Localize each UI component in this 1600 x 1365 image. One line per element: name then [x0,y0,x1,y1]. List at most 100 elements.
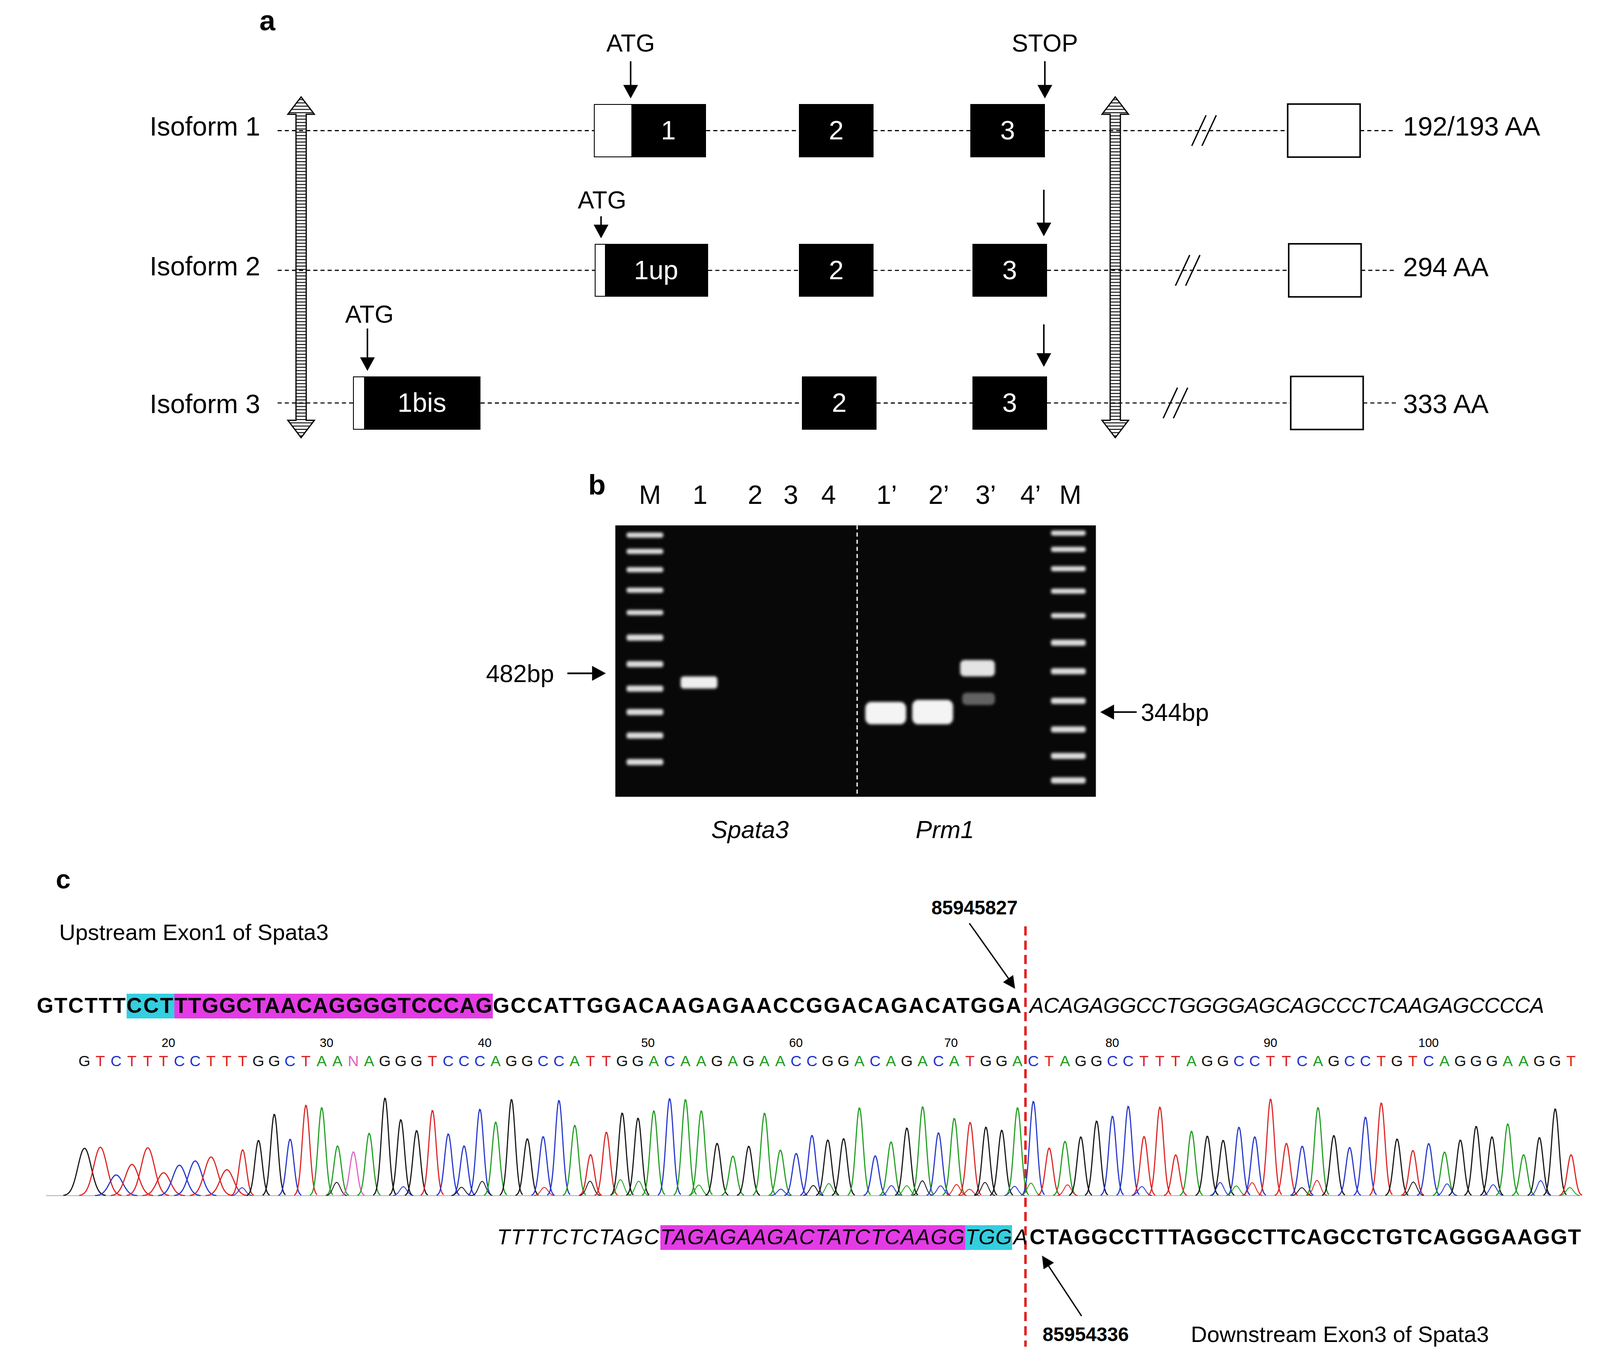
base-letter: G [708,1052,725,1071]
pam-sequence: CCT [126,993,175,1019]
trace-peak [1417,1143,1441,1196]
size-arrow [567,667,1137,719]
trace-peak [1227,1127,1251,1196]
trace-noise [1403,1182,1424,1196]
base-letter: G [1484,1052,1500,1071]
trace-noise [534,1187,555,1196]
base-letter: G [408,1052,425,1071]
trace-noise [231,1187,253,1196]
base-letter: G [835,1052,852,1071]
lane-label: M [1059,479,1082,511]
gel-image [1050,530,1086,536]
base-letter: A [361,1052,377,1071]
base-letter: A [329,1052,346,1071]
gel-image [626,634,664,641]
base-letter: A [914,1052,931,1071]
base-letter: G [250,1052,267,1071]
leader-arrow [1047,1264,1082,1317]
trace-peak [1480,1137,1504,1196]
base-letter: G [519,1052,536,1071]
base-letter: T [92,1052,109,1071]
trace-peak [1179,1131,1203,1196]
position-number: 100 [1418,1035,1439,1051]
gel-image [626,708,664,715]
base-letter: G [1388,1052,1405,1071]
coordinate-label: 85954336 [1042,1323,1129,1346]
trace-peak [499,1099,523,1196]
base-letter: T [582,1052,599,1071]
base-letter: T [962,1052,978,1071]
trace-peak [1069,1137,1093,1196]
trace-peak [942,1118,966,1196]
trace-peak [1353,1117,1377,1196]
trace-noise [1241,1182,1263,1196]
base-letter: N [345,1052,362,1071]
isoform-label: Isoform 2 [149,251,261,282]
sequence: TTTTCTCTAGC [497,1225,661,1250]
trace-peak [1211,1140,1235,1196]
intron-connector [873,130,971,131]
base-letter: C [1025,1052,1042,1071]
base-letter: C [804,1052,820,1071]
trace-peak [420,1110,444,1195]
trace-noise [1020,1183,1042,1196]
break-mark [1163,387,1188,419]
position-number: 90 [1263,1035,1278,1051]
trace-noise [1057,1184,1078,1196]
trace-peak [1322,1135,1346,1196]
gel-image [626,685,664,692]
trace-peak [63,1148,107,1196]
junction-line [1024,926,1026,1347]
base-letter: G [898,1052,915,1071]
codon-arrow [361,61,1051,370]
lane-label: M [639,479,662,511]
break-mark [1163,115,1216,419]
protein-length: 294 AA [1403,251,1489,283]
trace-peak [1464,1126,1488,1196]
gel-image [962,692,996,706]
trace-peak [436,1134,460,1196]
chromatogram [46,1098,1583,1196]
lane-label: 3 [783,479,799,511]
codon-arrow [624,85,637,97]
codon-arrow [361,358,374,370]
base-letter: C [867,1052,883,1071]
trace-peak [1495,1124,1519,1196]
base-letter: T [1041,1052,1057,1071]
trace-peak [1258,1099,1282,1196]
trace-peak [173,1160,217,1196]
base-letter: A [1009,1052,1026,1071]
intron-line [873,269,973,272]
trace-peak [231,1150,255,1196]
base-letter: G [503,1052,520,1071]
base-letter: C [661,1052,678,1071]
codon-arrow [629,61,632,88]
gene-label: Spata3 [711,815,789,844]
break-mark [1191,115,1216,146]
base-letter: G [76,1052,93,1071]
trace-peak [1116,1106,1140,1196]
panel-letter: b [588,468,606,501]
base-letter: C [535,1052,551,1071]
gel-image [856,525,858,797]
double-arrow [1102,96,1129,438]
base-letter: C [1294,1052,1311,1071]
trace-noise [688,1185,709,1196]
gel-image [865,701,907,725]
codon-arrow [366,328,369,361]
trace-peak [468,1109,492,1195]
trace-noise [1004,1186,1025,1196]
trace-peak [1274,1143,1298,1196]
trace-peak [768,1150,792,1196]
trace-peak [1401,1150,1425,1196]
base-letter: T [1562,1052,1579,1071]
trace-peak [689,1111,713,1195]
gel-image [912,700,954,725]
gel-image [1050,546,1086,553]
trace-peak [1100,1116,1124,1196]
leader-arrow [1004,976,1015,988]
lane-label: 4 [821,479,837,511]
chromatogram [46,1195,1580,1196]
double-arrow [287,96,315,438]
